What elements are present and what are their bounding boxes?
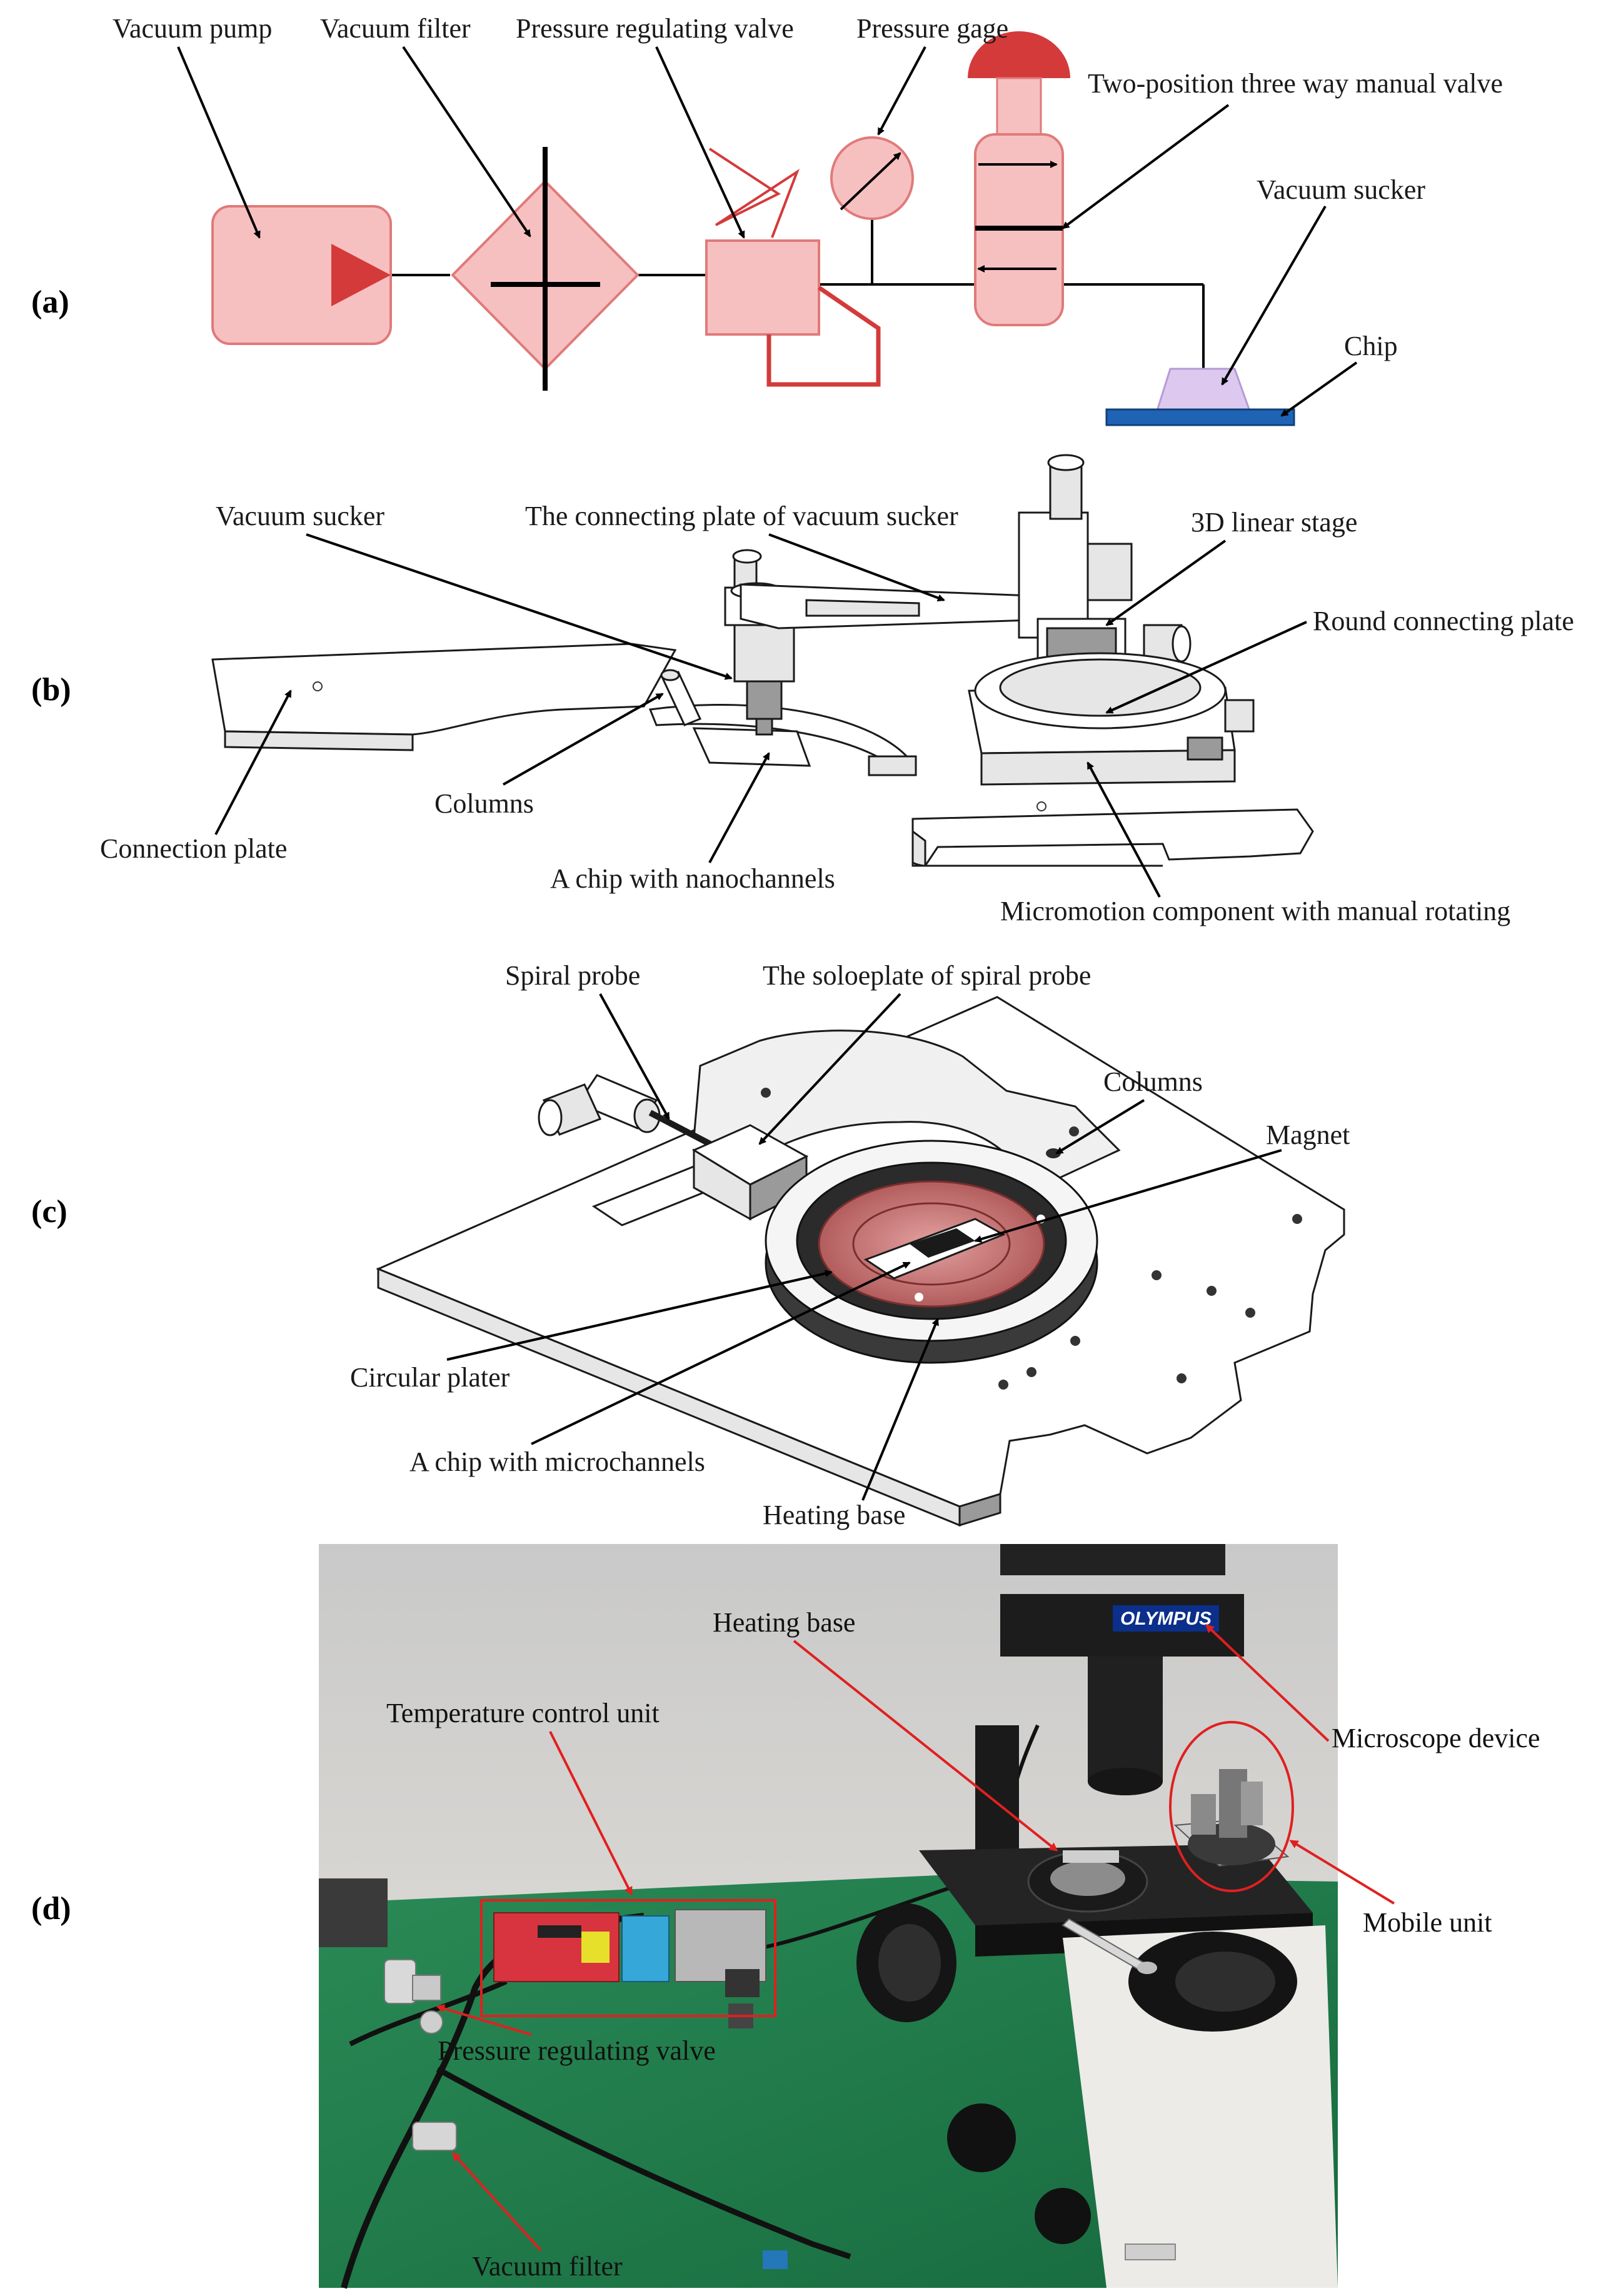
photo-pressure-valve [384, 1959, 443, 2034]
vacuum-pump-symbol [211, 205, 392, 345]
label-vacuum-filter-d: Vacuum filter [472, 2251, 623, 2282]
label-chip-nanochannels: A chip with nanochannels [550, 863, 835, 894]
label-spiral-probe: Spiral probe [505, 960, 640, 991]
label-vacuum-filter: Vacuum filter [320, 13, 471, 44]
photo-vacuum-filter [412, 2122, 457, 2151]
label-vacuum-sucker-a: Vacuum sucker [1257, 174, 1425, 205]
label-chip: Chip [1344, 331, 1398, 361]
panel-a: (a) [31, 13, 1503, 426]
pressure-gage-symbol [830, 136, 914, 220]
label-chip-microchannels: A chip with microchannels [409, 1446, 705, 1477]
sucker-connecting-plate [740, 583, 1070, 629]
pipe-lines [388, 216, 1205, 369]
panel-d-label: (d) [31, 1891, 71, 1927]
olympus-badge [1113, 1605, 1219, 1632]
label-pressure-regulating-valve: Pressure regulating valve [516, 13, 794, 44]
label-manual-valve: Two-position three way manual valve [1088, 68, 1503, 99]
panel-c: (c) [31, 960, 1350, 1530]
label-mobile-unit: Mobile unit [1363, 1907, 1492, 1938]
panel-d: (d) [31, 1544, 1540, 2289]
panel-b: (b) [31, 454, 1574, 926]
label-columns-b: Columns [434, 788, 534, 819]
label-pressure-regulating-valve-d: Pressure regulating valve [438, 2035, 716, 2066]
label-temperature-control-unit: Temperature control unit [386, 1698, 660, 1728]
mobile-unit-circle [1169, 1721, 1294, 1892]
cable-connector [763, 2250, 788, 2269]
column-b [660, 669, 702, 726]
panel-a-label: (a) [31, 284, 69, 320]
temperature-unit-box [480, 1899, 776, 2017]
label-connection-plate: Connection plate [100, 833, 287, 864]
chip-microchannels-c [863, 1218, 1006, 1280]
connection-plate [211, 643, 1314, 867]
photo-mobile-unit [1173, 1769, 1290, 1867]
chip-nanochannels-b [692, 727, 811, 767]
manual-valve-symbol [968, 31, 1070, 326]
label-vacuum-pump: Vacuum pump [113, 13, 272, 44]
panel-b-arrows [214, 533, 1307, 898]
label-heating-base-d: Heating base [713, 1607, 855, 1638]
photo-heating-base [1027, 1850, 1157, 1974]
label-round-connecting-plate: Round connecting plate [1313, 606, 1574, 636]
label-microscope-device: Microscope device [1332, 1723, 1540, 1753]
microscope: OLYMPUS [856, 1544, 1338, 2288]
label-heating-base-c: Heating base [763, 1500, 905, 1530]
olympus-logo-text: OLYMPUS [1120, 1608, 1212, 1629]
label-circular-plater: Circular plater [350, 1362, 510, 1393]
label-columns-c: Columns [1103, 1066, 1203, 1097]
label-soleplate: The soloeplate of spiral probe [763, 960, 1091, 991]
spiral-probe-soleplate [591, 1124, 809, 1226]
panel-b-label: (b) [31, 672, 71, 708]
panel-c-arrows [446, 993, 1282, 1501]
temperature-control-unit [493, 1909, 766, 2028]
label-linear-stage: 3D linear stage [1191, 507, 1357, 538]
micromotion-component [968, 652, 1255, 786]
label-micromotion: Micromotion component with manual rotati… [1000, 896, 1510, 926]
label-vacuum-sucker-b: Vacuum sucker [216, 501, 384, 531]
panel-a-arrows [177, 46, 1358, 417]
label-pressure-gage: Pressure gage [856, 13, 1008, 44]
vacuum-filter-symbol [451, 147, 640, 391]
label-sucker-connecting-plate: The connecting plate of vacuum sucker [525, 501, 958, 531]
lab-photo: OLYMPUS [319, 1544, 1338, 2289]
panel-d-arrows [436, 1623, 1395, 2252]
panel-c-label: (c) [31, 1194, 68, 1230]
vacuum-sucker-symbol [1155, 368, 1252, 414]
pressure-regulating-valve-symbol [705, 148, 881, 387]
chip-symbol [1105, 408, 1295, 426]
label-magnet: Magnet [1266, 1120, 1350, 1150]
